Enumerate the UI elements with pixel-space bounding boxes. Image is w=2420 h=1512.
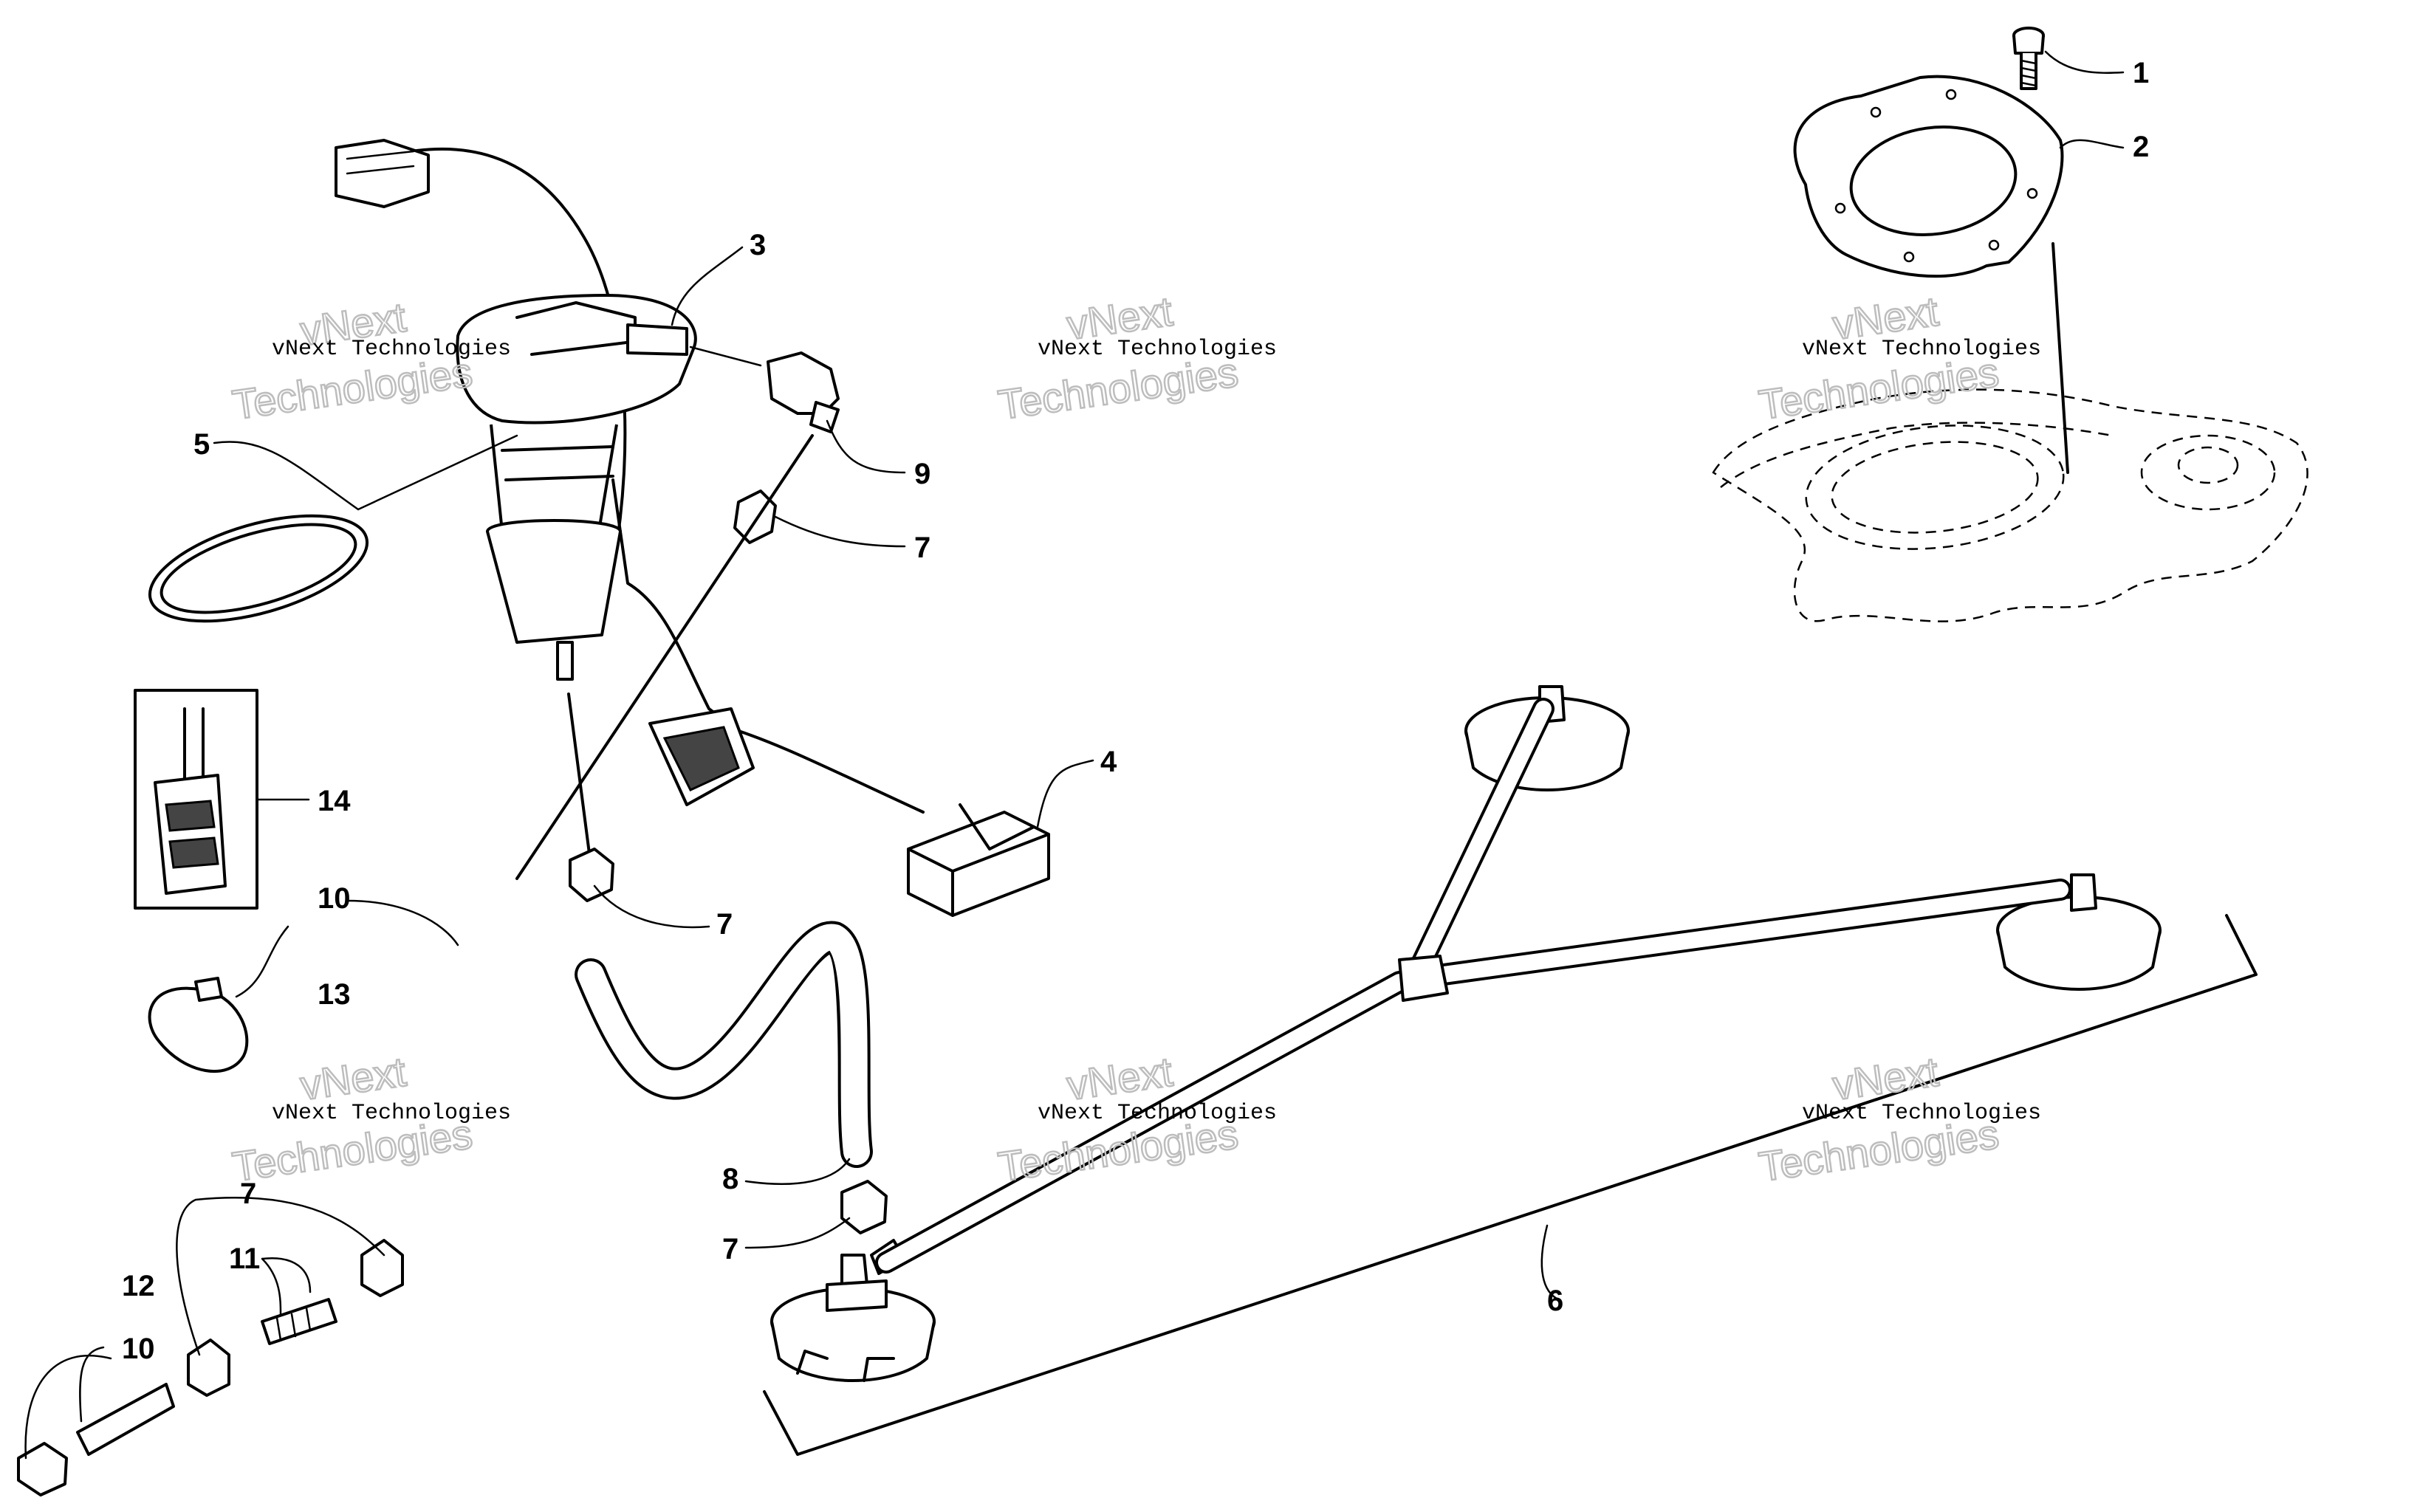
watermark-line2: vNext Technologies xyxy=(1038,1101,1277,1126)
watermark-line1: vNext xyxy=(1830,1048,1941,1109)
callout-6: 6 xyxy=(1547,1285,1563,1317)
watermarks: vNext vNext Technologies Technologies vN… xyxy=(229,286,2041,1191)
watermark-top-center: vNext vNext Technologies Technologies xyxy=(995,286,1277,429)
callout-5: 5 xyxy=(193,428,210,461)
callout-8: 8 xyxy=(722,1163,738,1195)
watermark-line2: vNext Technologies xyxy=(272,337,511,362)
callout-9: 9 xyxy=(914,458,930,490)
fuel-pump-assembly xyxy=(335,139,925,814)
pickup-assembly xyxy=(763,685,2258,1456)
callout-4: 4 xyxy=(1100,746,1117,778)
callout-3: 3 xyxy=(750,229,766,261)
watermark-line1: vNext xyxy=(1064,1048,1176,1109)
watermark-bottom-right: vNext vNext Technologies Technologies xyxy=(1755,1047,2041,1191)
callout-7-hose-end: 7 xyxy=(722,1233,738,1265)
watermark-line2: vNext Technologies xyxy=(1802,1101,2041,1126)
callout-10-top: 10 xyxy=(318,882,351,915)
float-part xyxy=(907,803,1050,917)
tank-outline xyxy=(1712,242,2308,622)
watermark-line1: vNext xyxy=(298,1048,409,1109)
flange-plate-part xyxy=(1793,75,2064,278)
callout-7-pump-bottom: 7 xyxy=(716,908,733,941)
watermark-bottom-left: vNext vNext Technologies Technologies xyxy=(229,1047,511,1191)
harness-connector-detail xyxy=(134,689,258,910)
leader-lines xyxy=(24,50,2125,1460)
callout-10-bottom: 10 xyxy=(122,1333,155,1365)
callout-1: 1 xyxy=(2133,57,2149,89)
callout-13: 13 xyxy=(318,978,351,1011)
o-ring-part xyxy=(148,514,369,623)
watermark-line2: vNext Technologies xyxy=(1802,337,2041,362)
callout-2: 2 xyxy=(2133,131,2149,163)
callout-11: 11 xyxy=(229,1243,260,1275)
watermark-line2: vNext Technologies xyxy=(1038,337,1277,362)
watermark-line2: vNext Technologies xyxy=(272,1101,511,1126)
strap-clamp-part xyxy=(148,977,249,1073)
watermark-top-left: vNext vNext Technologies Technologies xyxy=(229,292,511,429)
callout-12: 12 xyxy=(122,1270,155,1302)
callout-7-pump-top: 7 xyxy=(914,532,930,564)
watermark-top-right: vNext vNext Technologies Technologies xyxy=(1755,286,2041,429)
callout-14: 14 xyxy=(318,785,351,817)
fuel-hose-left xyxy=(17,874,507,1496)
callout-7-left: 7 xyxy=(240,1178,256,1210)
callout-labels: 1 2 3 4 5 6 7 7 7 7 7 8 9 10 10 11 12 13… xyxy=(122,57,2149,1365)
bolt-part xyxy=(2012,27,2045,90)
fuel-hose-center xyxy=(515,434,888,1234)
